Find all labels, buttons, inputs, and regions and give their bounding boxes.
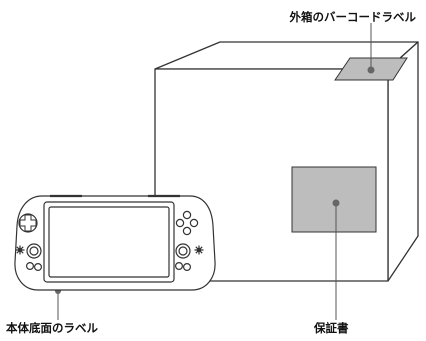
gear-button-left xyxy=(15,245,25,255)
button-left xyxy=(175,218,185,228)
right-small-button-1 xyxy=(175,262,184,271)
console-screen xyxy=(48,206,170,278)
left-small-button-1 xyxy=(26,262,35,271)
leader-lines xyxy=(57,23,372,320)
left-small-button-2 xyxy=(33,263,42,272)
handheld-console-icon xyxy=(14,194,216,291)
dpad-cross xyxy=(19,214,37,232)
warranty-label-text: 保証書 xyxy=(314,321,349,335)
button-bottom xyxy=(182,226,192,236)
warranty-card-area xyxy=(291,166,377,233)
button-top xyxy=(182,210,192,220)
right-small-button-2 xyxy=(183,263,192,272)
device-bottom-label-text: 本体底面のラベル xyxy=(6,321,98,335)
barcode-marker-dot xyxy=(367,66,375,74)
warranty-marker-dot xyxy=(332,199,340,207)
left-stick-inner xyxy=(29,246,39,256)
barcode-label-text: 外箱のバーコードラベル xyxy=(289,10,417,24)
gear-button-right xyxy=(194,245,204,255)
button-right xyxy=(189,218,199,228)
right-stick-inner xyxy=(178,246,188,256)
